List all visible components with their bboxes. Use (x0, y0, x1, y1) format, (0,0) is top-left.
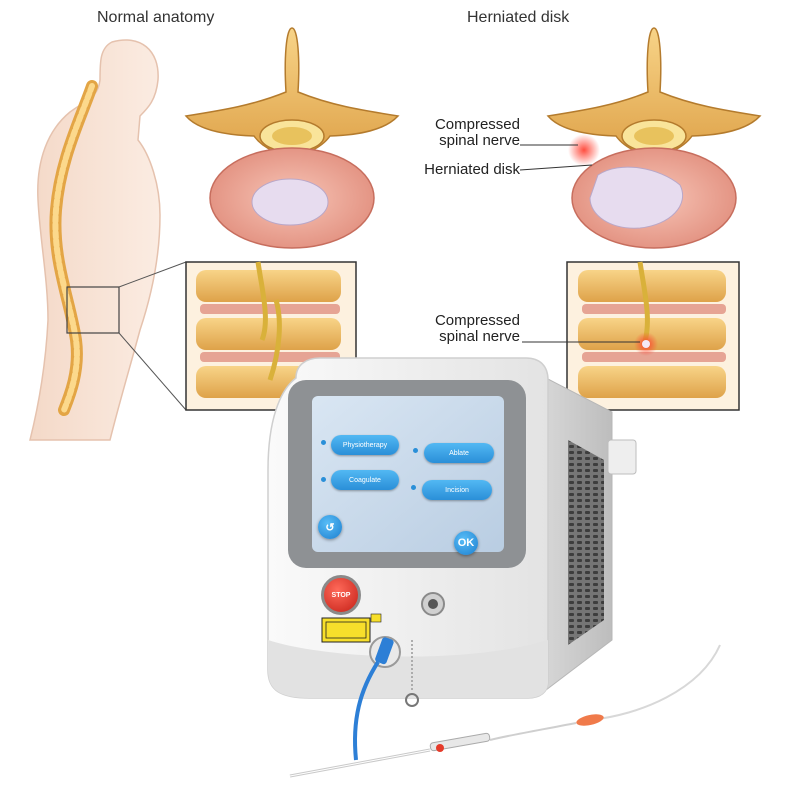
zoom-box (66, 286, 120, 334)
human-body-silhouette (29, 39, 161, 441)
stop-button[interactable]: STOP (321, 575, 361, 615)
ablate-button[interactable]: Ablate (424, 443, 494, 463)
menu-dot-coagulate (321, 477, 326, 482)
compressed-nerve-label-2: Compressed spinal nerve (414, 313, 520, 345)
physiotherapy-button[interactable]: Physiotherapy (331, 435, 399, 455)
compressed-nerve-label-line2: spinal nerve (439, 132, 520, 149)
back-button[interactable]: ↺ (318, 515, 342, 539)
herniated-disk-label: Herniated disk (424, 161, 520, 178)
herniated-disk-heading: Herniated disk (467, 9, 570, 26)
laser-fiber-catheter (289, 644, 721, 778)
spine-column (49, 80, 98, 416)
incision-button[interactable]: Incision (422, 480, 492, 500)
normal-anatomy-heading: Normal anatomy (97, 9, 215, 26)
laser-device (267, 357, 637, 761)
normal-vertebra-top-view (184, 27, 400, 249)
herniated-side-view-panel (566, 261, 740, 411)
zoom-line-top (118, 261, 187, 288)
coagulate-button[interactable]: Coagulate (331, 470, 399, 490)
compressed-nerve-label-2-line2: spinal nerve (439, 328, 520, 345)
zoom-line-bottom (118, 332, 187, 411)
compressed-nerve-label-2-line1: Compressed (434, 312, 520, 329)
herniated-vertebra-top-view (546, 27, 762, 249)
compressed-nerve-label-line1: Compressed (434, 116, 520, 133)
ok-button[interactable]: OK (454, 531, 478, 555)
menu-dot-physiotherapy (321, 440, 326, 445)
leader-herniated-disk (519, 164, 593, 171)
menu-dot-incision (411, 485, 416, 490)
menu-dot-ablate (413, 448, 418, 453)
compressed-nerve-label: Compressed spinal nerve (414, 117, 520, 149)
